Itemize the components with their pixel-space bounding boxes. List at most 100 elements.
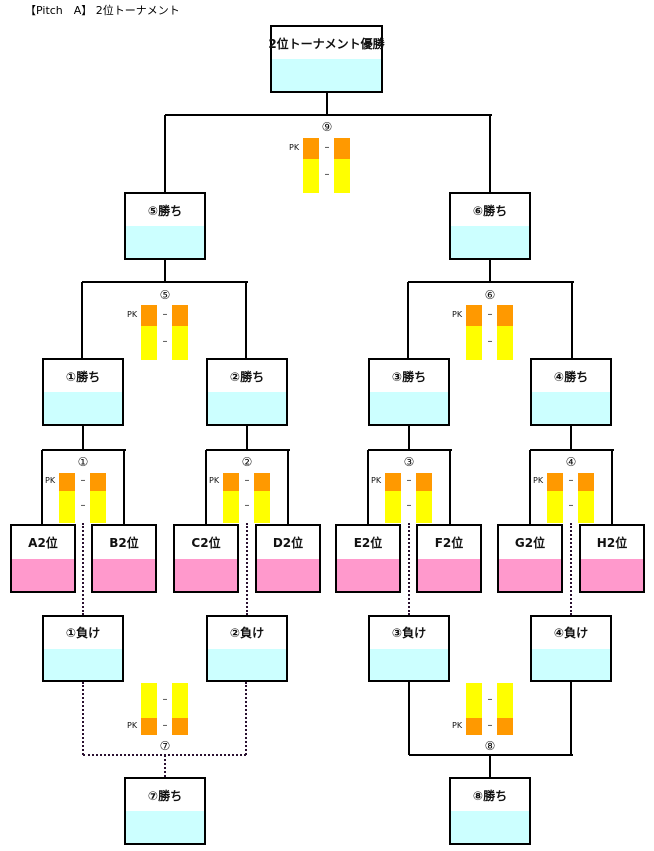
score-left[interactable] xyxy=(303,159,319,193)
score-left[interactable] xyxy=(385,491,401,523)
pk-score-right[interactable] xyxy=(416,473,432,491)
score-left[interactable] xyxy=(141,326,157,360)
pk-score-left[interactable] xyxy=(385,473,401,491)
pk-score-left[interactable] xyxy=(223,473,239,491)
score-left[interactable] xyxy=(141,683,157,718)
score-left[interactable] xyxy=(466,326,482,360)
connector-line xyxy=(245,682,247,755)
entry-area[interactable] xyxy=(44,392,122,424)
page-title: 【Pitch A】 2位トーナメント xyxy=(25,4,180,17)
pk-score-right[interactable] xyxy=(497,718,513,735)
entry-area[interactable] xyxy=(12,558,74,591)
score-right[interactable] xyxy=(497,683,513,718)
score-left[interactable] xyxy=(466,683,482,718)
pk-score-right[interactable] xyxy=(254,473,270,491)
entry-area[interactable] xyxy=(93,558,155,591)
match-number: ② xyxy=(241,455,253,469)
entry-area[interactable] xyxy=(581,558,643,591)
score-right[interactable] xyxy=(578,491,594,523)
pk-score-right[interactable] xyxy=(334,138,350,159)
score-right[interactable] xyxy=(172,326,188,360)
entry-area[interactable] xyxy=(126,811,204,843)
pk-score-right[interactable] xyxy=(172,305,188,326)
connector-line xyxy=(408,426,410,450)
team-box[interactable]: E2位 xyxy=(335,524,401,593)
box-label: ②勝ち xyxy=(229,369,265,384)
loser-box[interactable]: ②負け xyxy=(206,615,288,682)
connector-line xyxy=(165,114,492,116)
match-number: ⑧ xyxy=(484,739,496,753)
connector-line xyxy=(529,450,531,524)
entry-area[interactable] xyxy=(370,648,448,680)
match-number: ④ xyxy=(565,455,577,469)
entry-area[interactable] xyxy=(208,648,286,680)
score-right[interactable] xyxy=(416,491,432,523)
winner-box-7[interactable]: ⑦勝ち xyxy=(124,777,206,845)
entry-area[interactable] xyxy=(208,392,286,424)
entry-area[interactable] xyxy=(337,558,399,591)
entry-area[interactable] xyxy=(257,558,319,591)
pk-score-right[interactable] xyxy=(578,473,594,491)
entry-area[interactable] xyxy=(532,648,610,680)
score-right[interactable] xyxy=(172,683,188,718)
pk-score-left[interactable] xyxy=(547,473,563,491)
entry-area[interactable] xyxy=(451,811,529,843)
team-box[interactable]: G2位 xyxy=(497,524,563,593)
team-box[interactable]: A2位 xyxy=(10,524,76,593)
entry-area[interactable] xyxy=(418,558,480,591)
pk-score-left[interactable] xyxy=(303,138,319,159)
pk-score-left[interactable] xyxy=(59,473,75,491)
entry-area[interactable] xyxy=(272,59,381,91)
pk-separator: – xyxy=(324,141,330,153)
winner-box-8[interactable]: ⑧勝ち xyxy=(449,777,531,845)
loser-box[interactable]: ①負け xyxy=(42,615,124,682)
connector-line xyxy=(82,426,84,450)
score-left[interactable] xyxy=(547,491,563,523)
pk-label: PK xyxy=(127,309,138,319)
pk-score-right[interactable] xyxy=(497,305,513,326)
score-right[interactable] xyxy=(334,159,350,193)
box-label: B2位 xyxy=(109,535,139,550)
pk-separator: – xyxy=(162,308,168,320)
entry-area[interactable] xyxy=(499,558,561,591)
team-box[interactable]: C2位 xyxy=(173,524,239,593)
box-label: ②負け xyxy=(229,626,265,641)
pk-score-left[interactable] xyxy=(466,305,482,326)
connector-line xyxy=(530,449,614,451)
box-label: ⑤勝ち xyxy=(147,203,183,218)
pk-score-left[interactable] xyxy=(141,718,157,735)
pk-score-right[interactable] xyxy=(90,473,106,491)
connector-line xyxy=(449,450,451,524)
winner-box-4[interactable]: ④勝ち xyxy=(530,358,612,426)
pk-score-left[interactable] xyxy=(466,718,482,735)
entry-area[interactable] xyxy=(532,392,610,424)
team-box[interactable]: D2位 xyxy=(255,524,321,593)
champion-box[interactable]: 2位トーナメント優勝 xyxy=(268,25,385,93)
score-right[interactable] xyxy=(254,491,270,523)
score-left[interactable] xyxy=(223,491,239,523)
match-number: ⑤ xyxy=(159,288,171,302)
winner-box-3[interactable]: ③勝ち xyxy=(368,358,450,426)
team-box[interactable]: H2位 xyxy=(579,524,645,593)
score-left[interactable] xyxy=(59,491,75,523)
score-right[interactable] xyxy=(497,326,513,360)
score-right[interactable] xyxy=(90,491,106,523)
entry-area[interactable] xyxy=(370,392,448,424)
connector-line xyxy=(82,523,84,615)
entry-area[interactable] xyxy=(451,226,529,258)
entry-area[interactable] xyxy=(126,226,204,258)
winner-box-1[interactable]: ①勝ち xyxy=(42,358,124,426)
pk-score-right[interactable] xyxy=(172,718,188,735)
entry-area[interactable] xyxy=(175,558,237,591)
winner-box-2[interactable]: ②勝ち xyxy=(206,358,288,426)
connector-line xyxy=(489,115,491,192)
winner-box-6[interactable]: ⑥勝ち xyxy=(449,192,531,260)
loser-box[interactable]: ③負け xyxy=(368,615,450,682)
loser-box[interactable]: ④負け xyxy=(530,615,612,682)
connector-line xyxy=(570,523,572,615)
team-box[interactable]: F2位 xyxy=(416,524,482,593)
pk-score-left[interactable] xyxy=(141,305,157,326)
team-box[interactable]: B2位 xyxy=(91,524,157,593)
winner-box-5[interactable]: ⑤勝ち xyxy=(124,192,206,260)
entry-area[interactable] xyxy=(44,648,122,680)
